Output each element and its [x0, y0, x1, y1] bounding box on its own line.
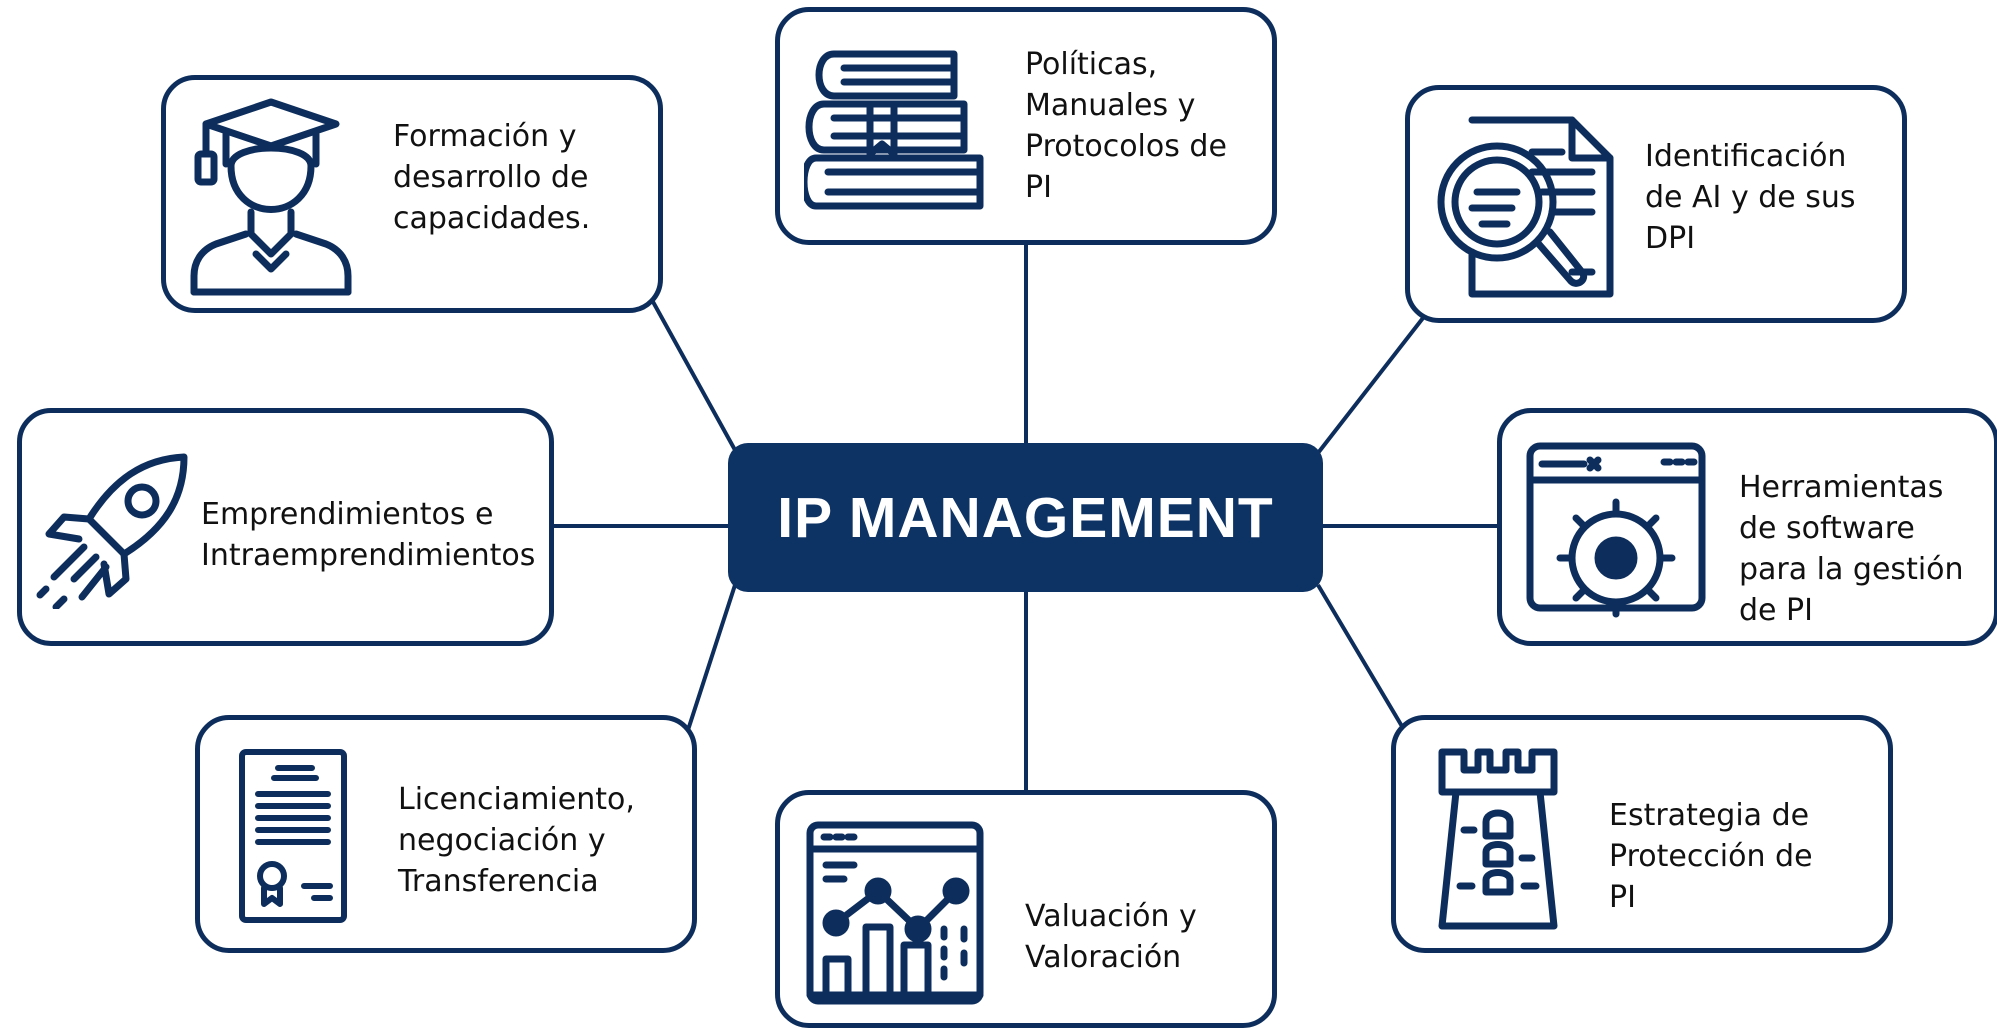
connector-estrategia	[1316, 583, 1405, 730]
node-formacion-label: Formación y desarrollo de capacidades.	[393, 119, 591, 236]
node-identificacion: Identificación de AI y de sus DPI	[1405, 85, 1907, 323]
software-gear-icon	[1524, 440, 1708, 620]
node-estrategia: Estrategia de Protección de PI	[1391, 715, 1893, 953]
node-formacion: Formación y desarrollo de capacidades.	[161, 75, 663, 313]
node-identificacion-label: Identificación de AI y de sus DPI	[1645, 139, 1856, 256]
node-licenciamiento: Licenciamiento, negociación y Transferen…	[195, 715, 697, 953]
books-icon	[804, 46, 990, 216]
node-emprendimientos-label: Emprendimientos e Intraemprendimientos	[201, 497, 536, 573]
connector-identificacion	[1316, 316, 1425, 455]
node-valuacion: Valuación y Valoración	[775, 790, 1277, 1028]
certificate-icon	[238, 748, 348, 924]
connector-formacion	[650, 299, 737, 451]
node-licenciamiento-label: Licenciamiento, negociación y Transferen…	[398, 782, 635, 899]
node-herramientas-label: Herramientas de software para la gestión…	[1739, 470, 1964, 628]
central-node: IP MANAGEMENT	[728, 443, 1323, 592]
rocket-icon	[34, 449, 194, 609]
node-herramientas: Herramientas de software para la gestión…	[1497, 408, 1997, 646]
connector-licenciamiento	[686, 584, 737, 731]
central-title: IP MANAGEMENT	[777, 485, 1274, 550]
document-search-icon	[1432, 112, 1622, 302]
node-emprendimientos: Emprendimientos e Intraemprendimientos	[17, 408, 554, 646]
node-politicas-label: Políticas, Manuales y Protocolos de PI	[1025, 47, 1227, 205]
node-estrategia-label: Estrategia de Protección de PI	[1609, 798, 1813, 915]
analytics-chart-icon	[804, 819, 986, 1005]
graduate-icon	[186, 94, 356, 300]
node-valuacion-label: Valuación y Valoración	[1025, 899, 1197, 975]
tower-icon	[1436, 746, 1560, 932]
node-politicas: Políticas, Manuales y Protocolos de PI	[775, 7, 1277, 245]
